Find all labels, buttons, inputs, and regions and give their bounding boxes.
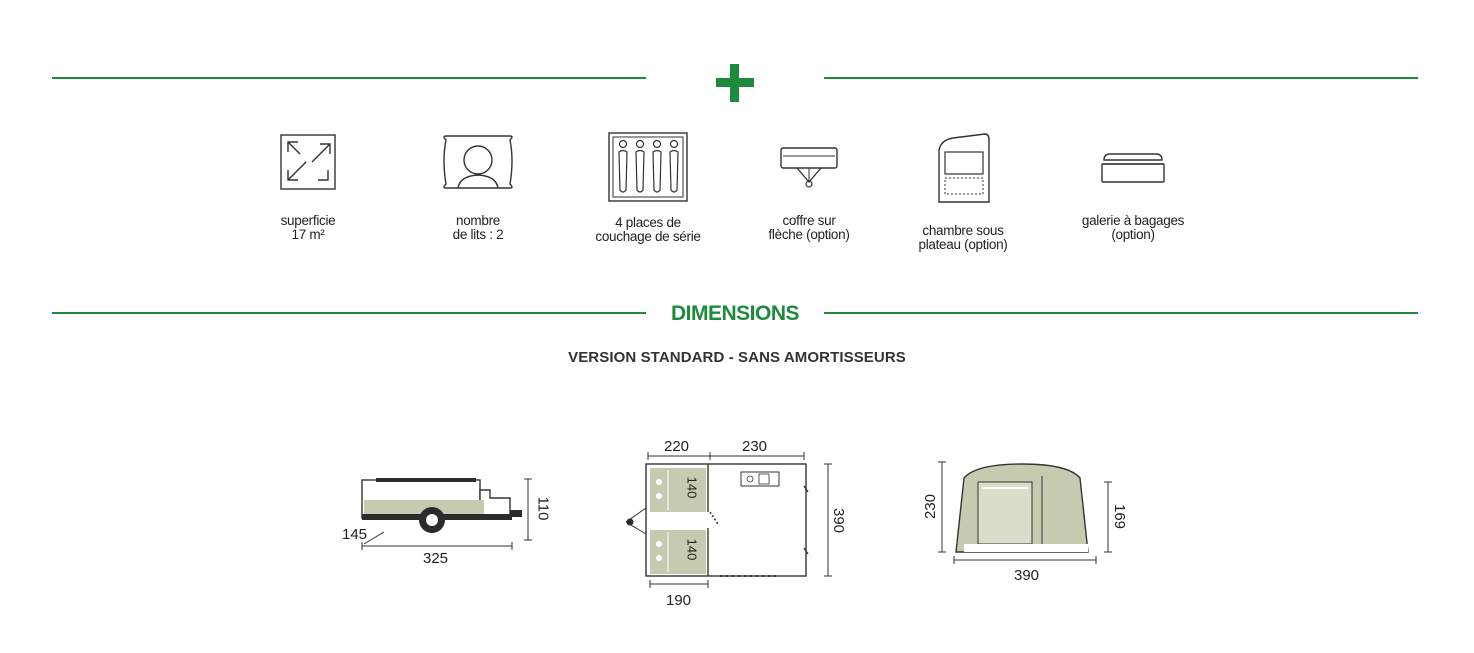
feature-luggage: galerie à bagages(option) <box>1063 132 1203 242</box>
feature-label-1: coffre sur <box>782 213 836 228</box>
feature-label-1: 4 places de <box>615 215 681 230</box>
side-view-drawing <box>361 478 532 550</box>
feature-label-2: couchage de série <box>595 229 701 244</box>
surface-arrows-icon <box>280 134 336 190</box>
plan-bottom-label: 190 <box>666 592 692 609</box>
feature-label-2: 17 m² <box>291 227 325 242</box>
dimensions-rule-right <box>824 312 1418 314</box>
plan-top-left-label: 220 <box>664 438 690 455</box>
plan-side-label: 390 <box>830 507 848 534</box>
plan-bed2-label: 140 <box>684 538 700 561</box>
front-inner-height-label: 169 <box>1111 503 1129 530</box>
drawbar-box-icon <box>780 147 838 188</box>
feature-label-2: de lits : 2 <box>452 227 504 242</box>
top-rule-right <box>824 77 1418 79</box>
side-depth-label: 145 <box>342 526 368 543</box>
plan-bed1-label: 140 <box>684 476 700 499</box>
feature-label-2: (option) <box>1111 227 1155 242</box>
feature-label-1: superficie <box>280 213 336 228</box>
dimensions-rule-left <box>52 312 646 314</box>
side-length-label: 325 <box>423 550 449 567</box>
top-rule-left <box>52 77 646 79</box>
plan-top-right-label: 230 <box>742 438 768 455</box>
bed-pillow-icon <box>443 135 513 189</box>
front-view-drawing <box>938 461 1112 564</box>
front-width-label: 390 <box>1014 567 1040 584</box>
feature-label-1: nombre <box>456 213 500 228</box>
feature-label-1: chambre sous <box>922 223 1004 238</box>
plus-icon <box>716 64 754 102</box>
front-height-label: 230 <box>922 493 940 520</box>
sleeping-places-icon <box>608 132 688 202</box>
side-height-label: 110 <box>534 496 552 521</box>
dimensions-subtitle: VERSION STANDARD - SANS AMORTISSEURS <box>568 349 906 366</box>
feature-label-1: galerie à bagages <box>1081 213 1185 228</box>
feature-label-2: flèche (option) <box>768 227 850 242</box>
roof-luggage-icon <box>1101 153 1165 183</box>
plan-view-drawing <box>625 452 832 588</box>
dimensions-title: DIMENSIONS <box>670 302 800 325</box>
feature-label-2: plateau (option) <box>918 237 1008 252</box>
under-floor-room-icon <box>938 133 990 203</box>
